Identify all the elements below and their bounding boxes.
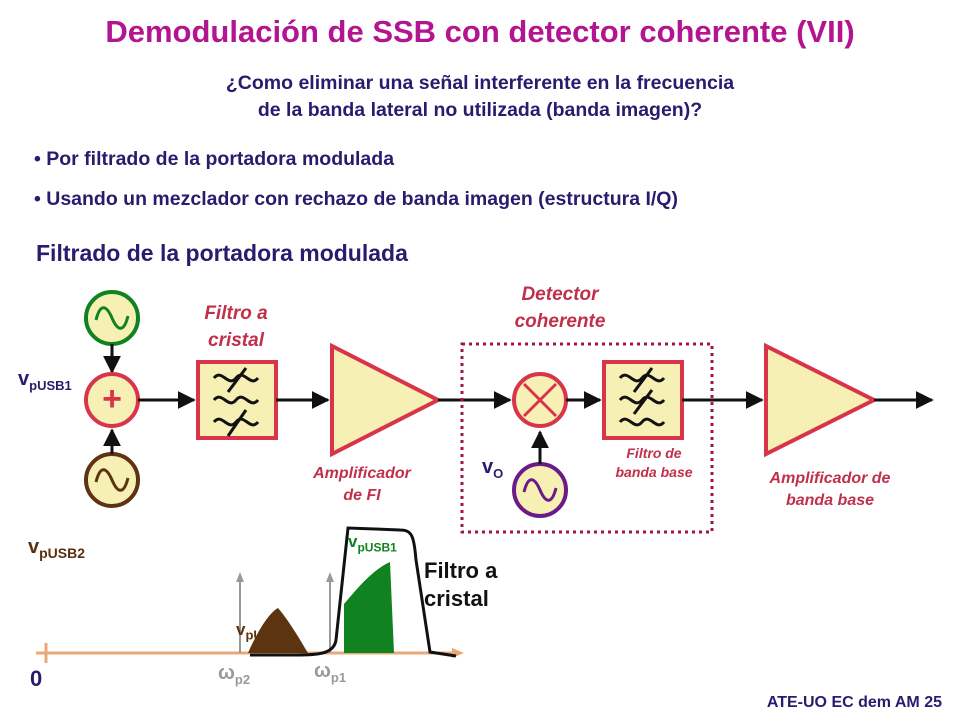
baseband-filter-label-line-2: banda base [615, 464, 693, 480]
sine-icon [94, 306, 130, 330]
crystal-filter-label-line-2: cristal [208, 330, 264, 351]
origin-label: 0 [30, 666, 43, 691]
omega-sub: p2 [234, 672, 251, 687]
oscillator-label-vo: vO [482, 456, 503, 481]
footer: ATE-UO EC dem AM 25 [766, 694, 942, 711]
baseband-amplifier-label-line-1: Amplificador de [769, 470, 891, 487]
crystal-filter-block [196, 360, 278, 440]
spectrum-label-v: v [28, 536, 40, 558]
coherent-detector-label-line-2: coherente [514, 311, 606, 332]
bullet-iq-mixer: • Usando un mezclador con rechazo de ban… [34, 188, 678, 210]
spectrum-plot [36, 526, 464, 663]
oscillator-usb1 [84, 290, 140, 346]
omega-sub: p1 [330, 670, 347, 685]
spectrum-filter-label-line-1: Filtro a [424, 558, 498, 583]
if-amplifier-label-line-2: de FI [343, 487, 381, 504]
adder-plus-icon: + [102, 380, 122, 418]
oscillator-label-v: v [482, 456, 494, 478]
input-label-sub: pUSB1 [29, 378, 72, 393]
usb2-spectrum [248, 608, 308, 653]
crystal-filter-label-line-1: Filtro a [204, 303, 268, 324]
spectrum-label-sub: pUSB1 [357, 540, 397, 555]
spectrum-filter-label: Filtro a cristal [424, 557, 497, 613]
spectrum-label-vpusb1: vpUSB1 [348, 532, 397, 554]
omega-symbol: ω [218, 662, 235, 684]
baseband-filter-label: Filtro de banda base [592, 444, 716, 482]
spectrum-label-v: v [348, 532, 358, 551]
crystal-filter-label: Filtro a cristal [186, 300, 286, 354]
crystal-filter-response [250, 526, 457, 658]
spectrum-filter-label-line-2: cristal [424, 586, 489, 611]
if-amplifier-label-line-1: Amplificador [313, 465, 411, 482]
baseband-filter-block [602, 360, 684, 440]
spectrum-label-vpusb2-left: vpUSB2 [28, 536, 85, 561]
spectrum-label-v: v [236, 620, 246, 639]
oscillator-usb2 [84, 452, 140, 508]
omega-p1-label: ωp1 [314, 660, 346, 685]
baseband-filter-label-line-1: Filtro de [626, 445, 682, 461]
if-amplifier-label: Amplificador de FI [302, 463, 422, 507]
usb1-spectrum [344, 562, 394, 653]
spectrum-label-sub: pUSB2 [39, 545, 86, 561]
sine-icon [94, 468, 130, 492]
mixer [512, 372, 568, 428]
coherent-detector-label: Detector coherente [490, 281, 630, 335]
if-amplifier [330, 342, 443, 458]
coherent-detector-label-line-1: Detector [521, 284, 599, 305]
subtitle-line-1: ¿Como eliminar una señal interferente en… [225, 72, 735, 94]
local-oscillator [512, 462, 568, 518]
section-title: Filtrado de la portadora modulada [36, 240, 408, 266]
subtitle-line-2: de la banda lateral no utilizada (banda … [257, 99, 703, 121]
input-label-v: v [18, 368, 30, 390]
input-label-vpusb1: vpUSB1 [18, 368, 72, 393]
omega-symbol: ω [314, 660, 331, 682]
filter-icon [212, 367, 260, 437]
spectrum-label-sub: pUSB2 [245, 627, 289, 643]
sine-icon [522, 478, 558, 502]
filter-icon [618, 367, 666, 427]
subtitle: ¿Como eliminar una señal interferente en… [0, 70, 960, 124]
baseband-amplifier-label: Amplificador de banda base [740, 468, 920, 512]
baseband-amplifier [764, 342, 879, 458]
bullet-filtering: • Por filtrado de la portadora modulada [34, 148, 395, 170]
baseband-amplifier-label-line-2: banda base [785, 492, 875, 509]
coherent-detector-box [460, 342, 714, 534]
spectrum-label-vpusb2-inner: vpUSB2 [236, 620, 288, 642]
oscillator-label-sub: O [493, 466, 504, 481]
omega-p2-label: ωp2 [218, 662, 250, 687]
page-title: Demodulación de SSB con detector coheren… [105, 14, 855, 49]
